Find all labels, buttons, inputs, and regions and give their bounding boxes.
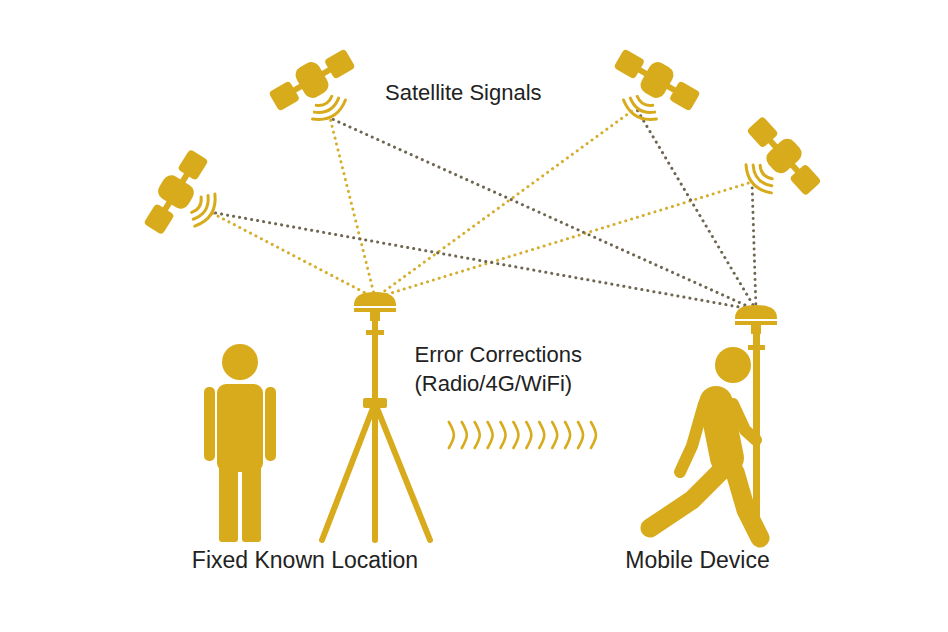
satellite-signal-lines-part [330,118,375,298]
link-label: Error Corrections (Radio/4G/WiFi) [415,340,630,398]
satellite-icon [265,43,370,138]
standing-person-part [217,384,263,472]
station-group: Fixed Known Location [165,292,445,592]
satellite-signal-lines-part [375,182,752,298]
rover-pole-part [753,332,760,542]
satellite-signal-lines [210,108,756,310]
station-group: Mobile Device [600,300,795,592]
base-station-tripod-part [366,330,384,335]
satellite-signal-lines-part [375,108,636,298]
satellite-signal-lines-part [752,182,756,310]
signal-caption: Satellite Signals [385,79,542,107]
standing-person-part [222,344,258,380]
standing-person [204,344,276,542]
standing-person-part [265,387,276,461]
satellite-icon [138,146,234,252]
walking-person-part [715,347,751,383]
walking-person-part [716,403,727,458]
satellite-signal-lines-part [636,108,756,310]
walking-person-part [650,470,722,528]
base-station-tripod-part [377,408,430,540]
rover-pole [748,332,765,542]
station-label: Fixed Known Location [165,546,445,574]
base-station-tripod-part [363,398,387,408]
base-station-tripod-part [372,408,378,540]
satellite-signal-lines-part [210,212,756,310]
station-label: Mobile Device [600,546,795,574]
walking-person-part [680,404,704,472]
standing-person-part [204,387,215,461]
satellite-icon [724,112,826,217]
rover-pole-part [748,345,765,350]
walking-person-part [733,404,756,440]
rover-antenna [735,305,777,334]
satellite-signal-lines-part [330,118,756,310]
radio-link [449,422,596,448]
base-station-tripod-part [322,408,373,540]
base-antenna [354,292,396,321]
walking-person [650,347,760,538]
standing-person-part [219,462,238,542]
satellite-signal-lines-part [210,212,375,298]
satellite-icon [598,43,703,138]
base-station-tripod [322,318,430,540]
standing-person-part [242,462,261,542]
